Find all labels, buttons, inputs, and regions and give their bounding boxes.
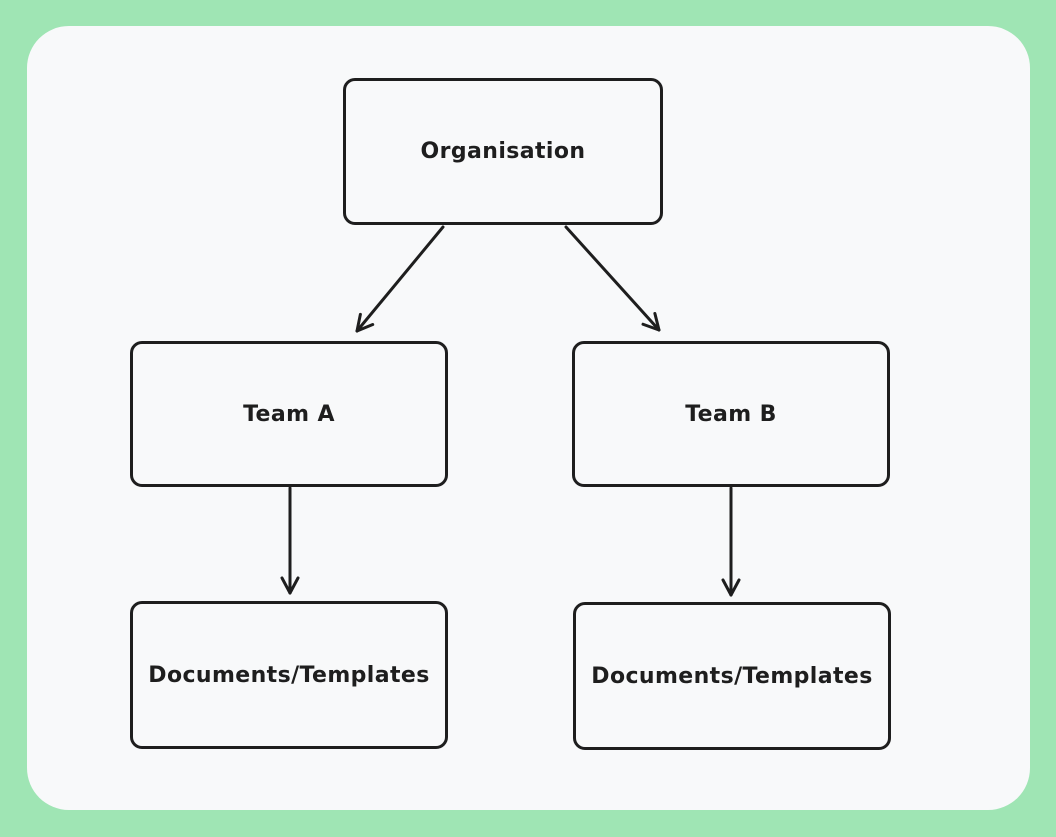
node-team-b: Team B <box>572 341 890 487</box>
node-organisation: Organisation <box>343 78 663 225</box>
node-label-team-b: Team B <box>685 401 777 427</box>
node-team-a: Team A <box>130 341 448 487</box>
node-label-documents-b: Documents/Templates <box>591 663 873 689</box>
node-documents-a: Documents/Templates <box>130 601 448 749</box>
node-label-documents-a: Documents/Templates <box>148 662 430 688</box>
diagram-canvas <box>27 26 1030 810</box>
node-documents-b: Documents/Templates <box>573 602 891 750</box>
node-label-team-a: Team A <box>243 401 335 427</box>
node-label-organisation: Organisation <box>420 139 586 164</box>
